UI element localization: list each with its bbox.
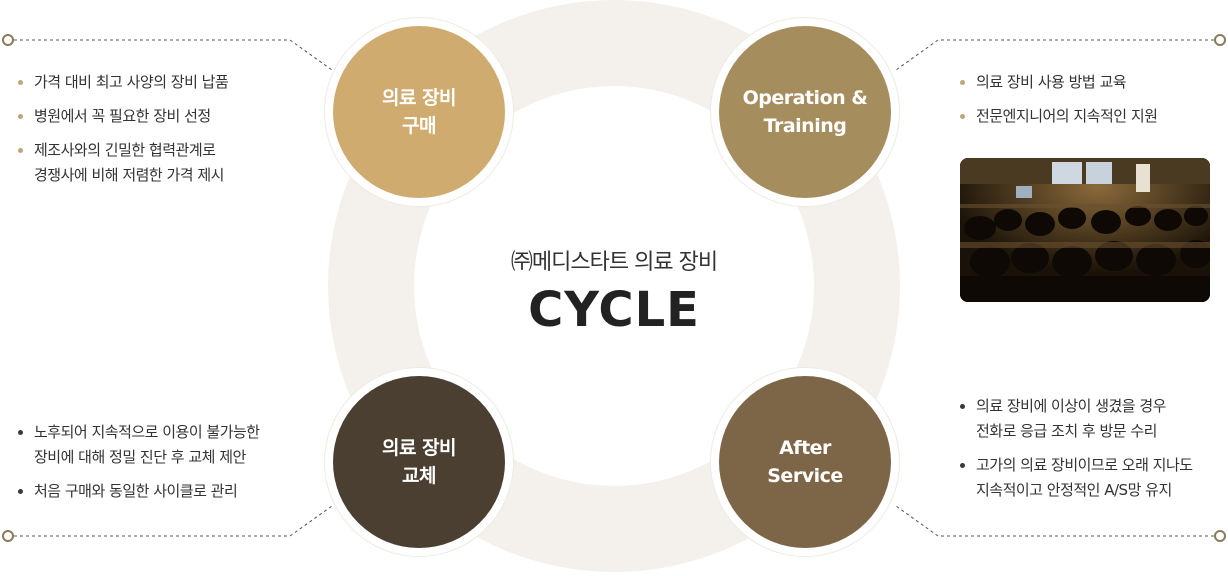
list-item: 병원에서 꼭 필요한 장비 선정: [16, 104, 316, 129]
list-item: 제조사와의 긴밀한 협력관계로 경쟁사에 비해 저렴한 가격 제시: [16, 138, 316, 188]
node-after-service-label: After Service: [767, 437, 843, 487]
list-item: 의료 장비 사용 방법 교육: [958, 70, 1218, 95]
cycle-title: CYCLE: [528, 282, 700, 338]
training-points: 의료 장비 사용 방법 교육 전문엔지니어의 지속적인 지원: [958, 70, 1218, 138]
list-item: 가격 대비 최고 사양의 장비 납품: [16, 70, 316, 95]
service-points: 의료 장비에 이상이 생겼을 경우 전화로 응급 조치 후 방문 수리 고가의 …: [958, 394, 1220, 512]
node-training: Operation & Training: [719, 26, 891, 198]
purchase-points: 가격 대비 최고 사양의 장비 납품 병원에서 꼭 필요한 장비 선정 제조사와…: [16, 70, 316, 197]
connector-end-dot: [2, 34, 14, 46]
list-item: 의료 장비에 이상이 생겼을 경우 전화로 응급 조치 후 방문 수리: [958, 394, 1220, 444]
node-purchase: 의료 장비 구매: [333, 26, 505, 198]
list-item: 고가의 의료 장비이므로 오래 지나도 지속적이고 안정적인 A/S망 유지: [958, 453, 1220, 503]
node-purchase-label: 의료 장비 구매: [381, 87, 457, 137]
training-seminar-photo: [960, 158, 1210, 302]
node-replace-label: 의료 장비 교체: [381, 437, 457, 487]
seminar-photo-image: [960, 158, 1210, 302]
node-after-service: After Service: [719, 376, 891, 548]
connector-replace: [14, 505, 333, 537]
connector-end-dot: [2, 530, 14, 542]
connector-purchase: [14, 39, 333, 71]
list-item: 처음 구매와 동일한 사이클로 관리: [16, 479, 326, 504]
node-replace: 의료 장비 교체: [333, 376, 505, 548]
list-item: 전문엔지니어의 지속적인 지원: [958, 104, 1218, 129]
connector-end-dot: [1214, 530, 1226, 542]
connector-end-dot: [1214, 34, 1226, 46]
connector-training: [895, 39, 1214, 71]
list-item: 노후되어 지속적으로 이용이 불가능한 장비에 대해 정밀 진단 후 교체 제안: [16, 420, 326, 470]
node-training-label: Operation & Training: [742, 87, 868, 137]
connector-service: [895, 505, 1214, 537]
company-subtitle: ㈜메디스타트 의료 장비: [510, 250, 718, 275]
replace-points: 노후되어 지속적으로 이용이 불가능한 장비에 대해 정밀 진단 후 교체 제안…: [16, 420, 326, 513]
